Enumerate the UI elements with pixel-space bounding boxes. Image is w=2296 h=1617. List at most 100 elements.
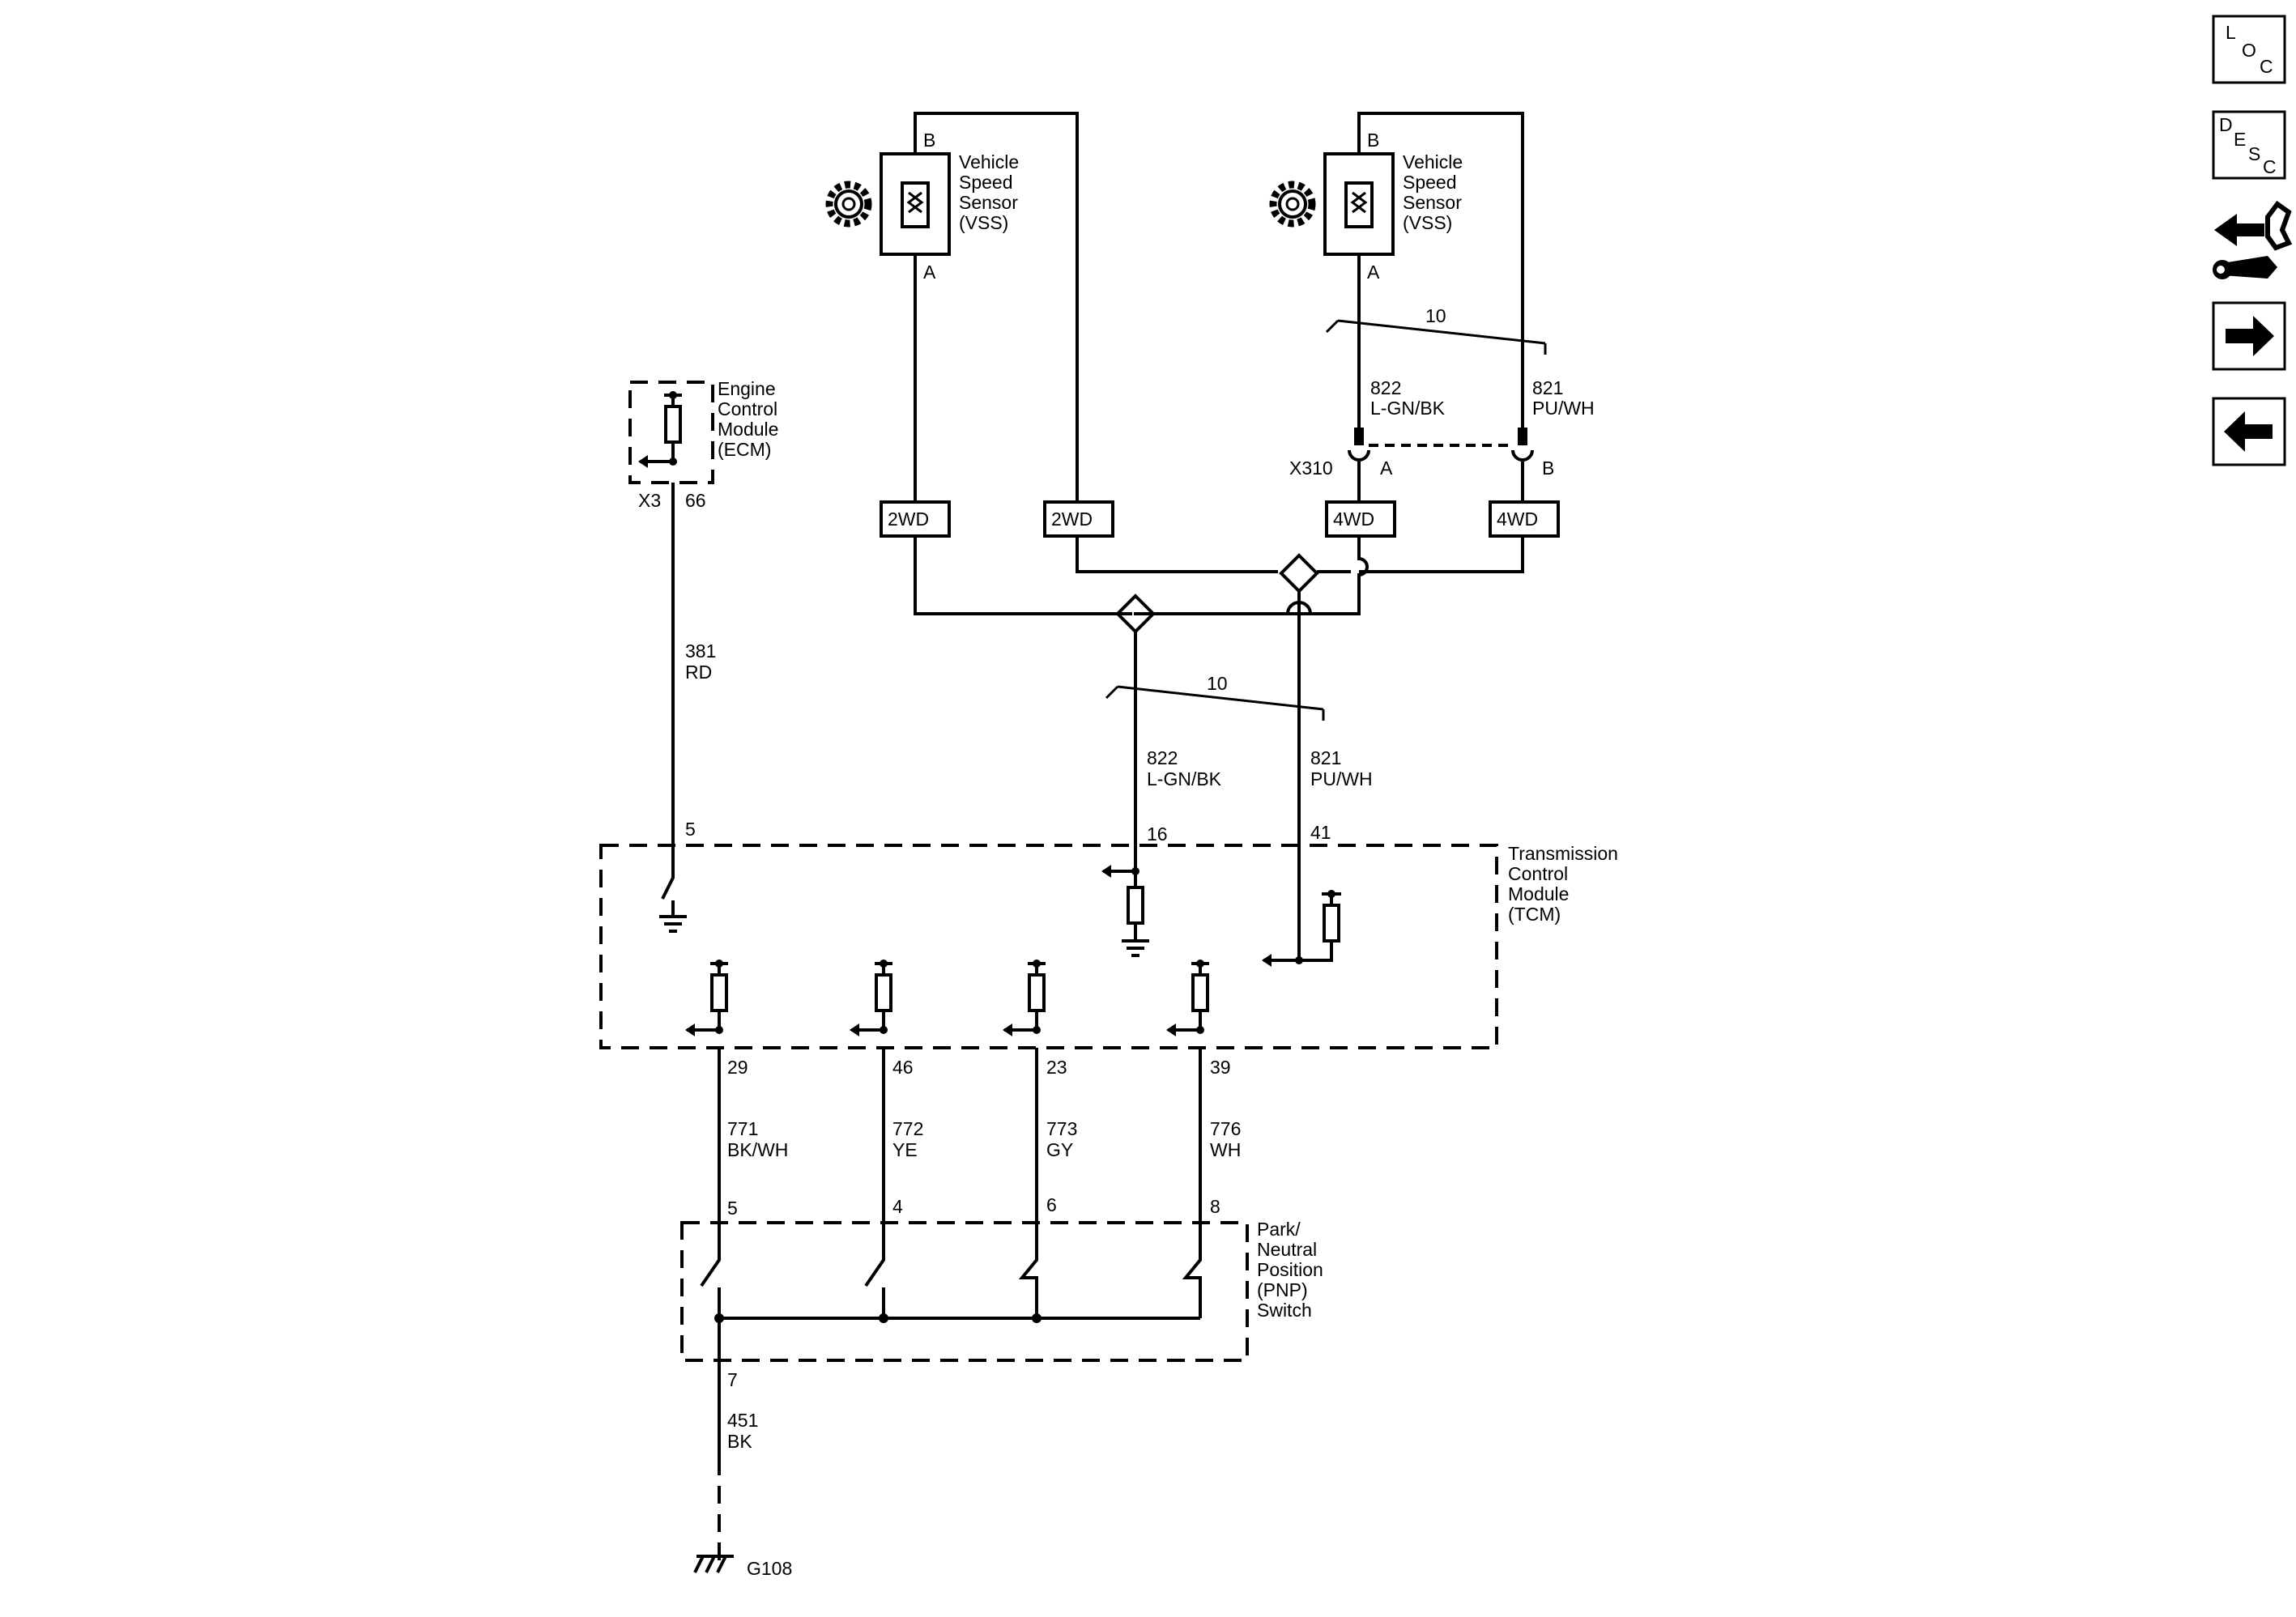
right-arrow-icon [2226, 316, 2274, 356]
svg-text:PU/WH: PU/WH [1310, 768, 1373, 789]
svg-text:4WD: 4WD [1497, 509, 1538, 530]
svg-text:5: 5 [685, 819, 696, 840]
svg-text:2WD: 2WD [1051, 509, 1093, 530]
svg-text:A: A [1367, 262, 1380, 283]
svg-text:773: 773 [1046, 1118, 1077, 1139]
svg-text:D: D [2219, 114, 2233, 135]
svg-text:4WD: 4WD [1333, 509, 1374, 530]
svg-text:WH: WH [1210, 1139, 1241, 1160]
svg-text:Speed: Speed [959, 172, 1013, 193]
park-neutral-position-switch: Park/ Neutral Position (PNP) Switch 5 4 … [680, 1194, 1323, 1362]
next-page-button[interactable] [2212, 301, 2286, 371]
svg-text:23: 23 [1046, 1057, 1067, 1078]
svg-text:C: C [2260, 56, 2273, 77]
sensor-wiring [914, 112, 1524, 960]
svg-text:772: 772 [892, 1118, 923, 1139]
tcm-input-29 [685, 960, 728, 1036]
option-box-2wd-left: 2WD [880, 500, 951, 538]
lower-twisted-pair: 10 [1105, 673, 1325, 721]
svg-text:822: 822 [1147, 747, 1178, 768]
transmission-control-module: Transmission Control Module (TCM) 5 16 4… [599, 819, 1618, 1078]
vehicle-speed-sensor-right: B A Vehicle Speed Sensor (VSS) [1269, 130, 1463, 283]
svg-text:L-GN/BK: L-GN/BK [1370, 398, 1446, 419]
svg-text:GY: GY [1046, 1139, 1073, 1160]
gear-icon [1269, 181, 1316, 228]
svg-text:46: 46 [892, 1057, 914, 1078]
left-arrow-icon [2224, 411, 2273, 452]
ground-g108: G108 [693, 1555, 792, 1579]
svg-text:8: 8 [1210, 1196, 1220, 1217]
svg-text:6: 6 [1046, 1194, 1057, 1215]
tcm-input-46 [850, 960, 892, 1036]
svg-text:4: 4 [892, 1196, 903, 1217]
svg-text:B: B [1542, 457, 1554, 479]
upper-twisted-pair: 10 [1325, 305, 1547, 355]
svg-text:X3: X3 [638, 490, 661, 511]
svg-text:G108: G108 [747, 1558, 792, 1579]
loc-button[interactable]: L O C [2212, 15, 2286, 84]
svg-text:Sensor: Sensor [1403, 192, 1462, 213]
svg-text:821: 821 [1310, 747, 1341, 768]
svg-text:Vehicle: Vehicle [959, 151, 1019, 172]
svg-text:Module: Module [1508, 883, 1569, 904]
svg-text:Switch: Switch [1257, 1300, 1312, 1321]
gear-icon [825, 181, 872, 228]
svg-text:C: C [2263, 156, 2277, 177]
wire-381-label: 381 RD [685, 640, 716, 683]
desc-button[interactable]: D E S C [2212, 110, 2286, 180]
range-wires: 771 BK/WH 772 YE 773 GY 776 WH [718, 1048, 1241, 1247]
svg-text:Engine: Engine [718, 378, 776, 399]
engine-control-module: Engine Control Module (ECM) X3 66 [628, 378, 778, 511]
svg-text:776: 776 [1210, 1118, 1241, 1139]
previous-page-button[interactable] [2212, 397, 2286, 466]
vehicle-speed-sensor-left: B A Vehicle Speed Sensor (VSS) [825, 130, 1019, 283]
svg-text:B: B [923, 130, 935, 151]
connector-repair-icon[interactable] [2213, 200, 2293, 279]
svg-text:66: 66 [685, 490, 706, 511]
svg-text:5: 5 [727, 1198, 738, 1219]
svg-text:(TCM): (TCM) [1508, 904, 1561, 925]
svg-text:29: 29 [727, 1057, 748, 1078]
svg-text:Speed: Speed [1403, 172, 1457, 193]
svg-text:822: 822 [1370, 377, 1401, 398]
svg-text:BK/WH: BK/WH [727, 1139, 788, 1160]
svg-text:10: 10 [1425, 305, 1446, 326]
svg-text:821: 821 [1532, 377, 1563, 398]
svg-text:O: O [2242, 40, 2256, 61]
svg-text:PU/WH: PU/WH [1532, 398, 1595, 419]
svg-text:451: 451 [727, 1410, 758, 1431]
svg-text:Neutral: Neutral [1257, 1239, 1317, 1260]
svg-text:A: A [1380, 457, 1393, 479]
svg-text:(VSS): (VSS) [1403, 212, 1452, 233]
svg-text:41: 41 [1310, 822, 1331, 843]
option-box-4wd-right: 4WD [1489, 500, 1560, 538]
svg-text:Vehicle: Vehicle [1403, 151, 1463, 172]
ground-wire-451: 7 451 BK [718, 1360, 758, 1571]
svg-text:L-GN/BK: L-GN/BK [1147, 768, 1222, 789]
lower-wire-labels: 822 L-GN/BK 821 PU/WH [1147, 747, 1373, 789]
svg-text:B: B [1367, 130, 1379, 151]
svg-text:771: 771 [727, 1118, 758, 1139]
svg-text:2WD: 2WD [888, 509, 929, 530]
svg-text:10: 10 [1207, 673, 1228, 694]
svg-text:39: 39 [1210, 1057, 1231, 1078]
svg-text:RD: RD [685, 662, 712, 683]
svg-text:381: 381 [685, 640, 716, 662]
svg-text:(ECM): (ECM) [718, 439, 771, 460]
svg-text:(PNP): (PNP) [1257, 1279, 1308, 1300]
connector-x310: X310 A B [1289, 428, 1554, 479]
svg-text:Control: Control [718, 398, 777, 419]
svg-text:S: S [2248, 143, 2260, 164]
svg-text:X310: X310 [1289, 457, 1333, 479]
option-box-4wd-left: 4WD [1325, 500, 1396, 538]
svg-text:BK: BK [727, 1431, 752, 1452]
svg-text:L: L [2226, 22, 2236, 43]
svg-text:Position: Position [1257, 1259, 1323, 1280]
svg-text:YE: YE [892, 1139, 918, 1160]
svg-text:(VSS): (VSS) [959, 212, 1008, 233]
tcm-input-39 [1166, 960, 1209, 1036]
svg-text:E: E [2234, 129, 2246, 150]
svg-text:16: 16 [1147, 823, 1168, 845]
tcm-input-23 [1003, 960, 1046, 1036]
